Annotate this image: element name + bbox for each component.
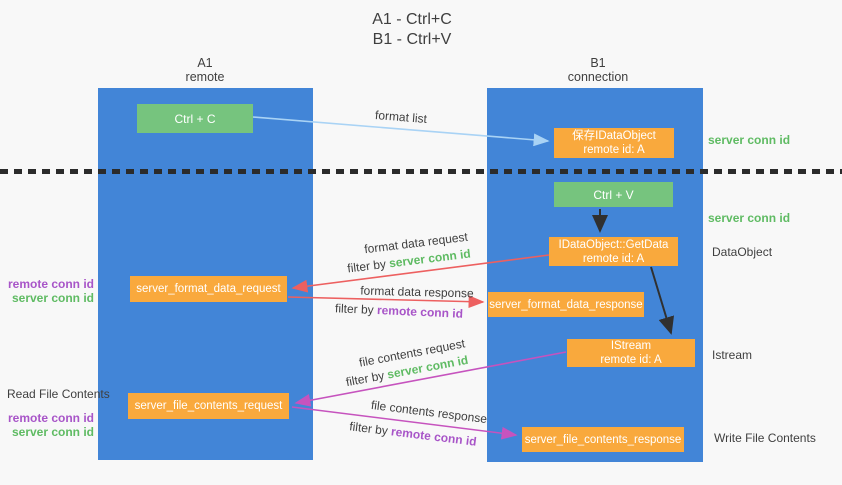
ctrl-c-label: Ctrl + C — [174, 111, 216, 126]
save-idataobject-line2: remote id: A — [583, 144, 645, 156]
right-column-name: B1 — [590, 56, 606, 70]
server-file-contents-response-label: server_file_contents_response — [524, 433, 682, 446]
server-conn-id-left-label: server conn id — [11, 425, 94, 439]
istream-side-label: Istream — [712, 348, 753, 362]
server-file-contents-response-node: server_file_contents_response — [522, 427, 684, 452]
dashed-separator — [0, 169, 842, 174]
title-line-1: A1 - Ctrl+C — [372, 11, 452, 28]
right-column-role: connection — [567, 70, 629, 84]
getdata-line2: remote id: A — [582, 252, 645, 265]
server-format-data-response-label: server_format_data_response — [489, 298, 643, 311]
getdata-to-istream-arrow — [650, 266, 675, 335]
format-data-request-arrow — [291, 254, 550, 293]
save-idataobject-line1: 保存IDataObject — [572, 130, 656, 142]
right-column-header: B1 connection — [518, 56, 678, 84]
read-file-contents-label: Read File Contents — [7, 387, 110, 401]
server-conn-id-right-top-label: server conn id — [708, 133, 791, 147]
server-format-data-response-node: server_format_data_response — [488, 292, 644, 317]
file-contents-request-arrow — [294, 351, 567, 407]
left-conn-id-stack-top: remote conn id server conn id — [8, 277, 94, 305]
left-conn-id-stack-bottom: remote conn id server conn id — [8, 411, 94, 439]
save-idataobject-node: 保存IDataObject remote id: A — [554, 128, 674, 158]
filter-by-text: filter by — [334, 301, 378, 318]
server-format-data-request-label: server_format_data_request — [136, 283, 281, 295]
left-column-header: A1 remote — [125, 56, 285, 84]
istream-line2: remote id: A — [600, 354, 662, 366]
format-list-arrow — [252, 116, 550, 147]
server-conn-id-left-label: server conn id — [11, 291, 94, 305]
ctrl-c-node: Ctrl + C — [137, 104, 253, 133]
getdata-line1: IDataObject::GetData — [558, 238, 669, 251]
diagram-title: A1 - Ctrl+C B1 - Ctrl+V — [0, 10, 824, 50]
left-column-name: A1 — [197, 56, 213, 70]
format-data-response-arrow — [287, 295, 485, 309]
ctrl-v-node: Ctrl + V — [554, 182, 673, 207]
istream-node: IStream remote id: A — [567, 339, 695, 367]
server-file-contents-request-node: server_file_contents_request — [128, 393, 289, 419]
server-format-data-request-node: server_format_data_request — [130, 276, 287, 302]
remote-conn-id-left-label: remote conn id — [8, 411, 95, 425]
ctrl-v-label: Ctrl + V — [593, 187, 634, 202]
file-contents-response-arrow — [291, 406, 518, 440]
server-conn-id-right-mid-label: server conn id — [708, 211, 791, 225]
server-file-contents-request-label: server_file_contents_request — [134, 400, 283, 412]
getdata-node: IDataObject::GetData remote id: A — [549, 237, 678, 266]
write-file-contents-label: Write File Contents — [714, 431, 816, 445]
remote-conn-id-left-label: remote conn id — [8, 277, 95, 291]
format-data-response-label: format data response — [360, 283, 474, 301]
istream-line1: IStream — [610, 340, 652, 352]
dataobject-label: DataObject — [712, 245, 773, 259]
title-line-2: B1 - Ctrl+V — [372, 31, 452, 48]
left-column-role: remote — [185, 70, 225, 84]
